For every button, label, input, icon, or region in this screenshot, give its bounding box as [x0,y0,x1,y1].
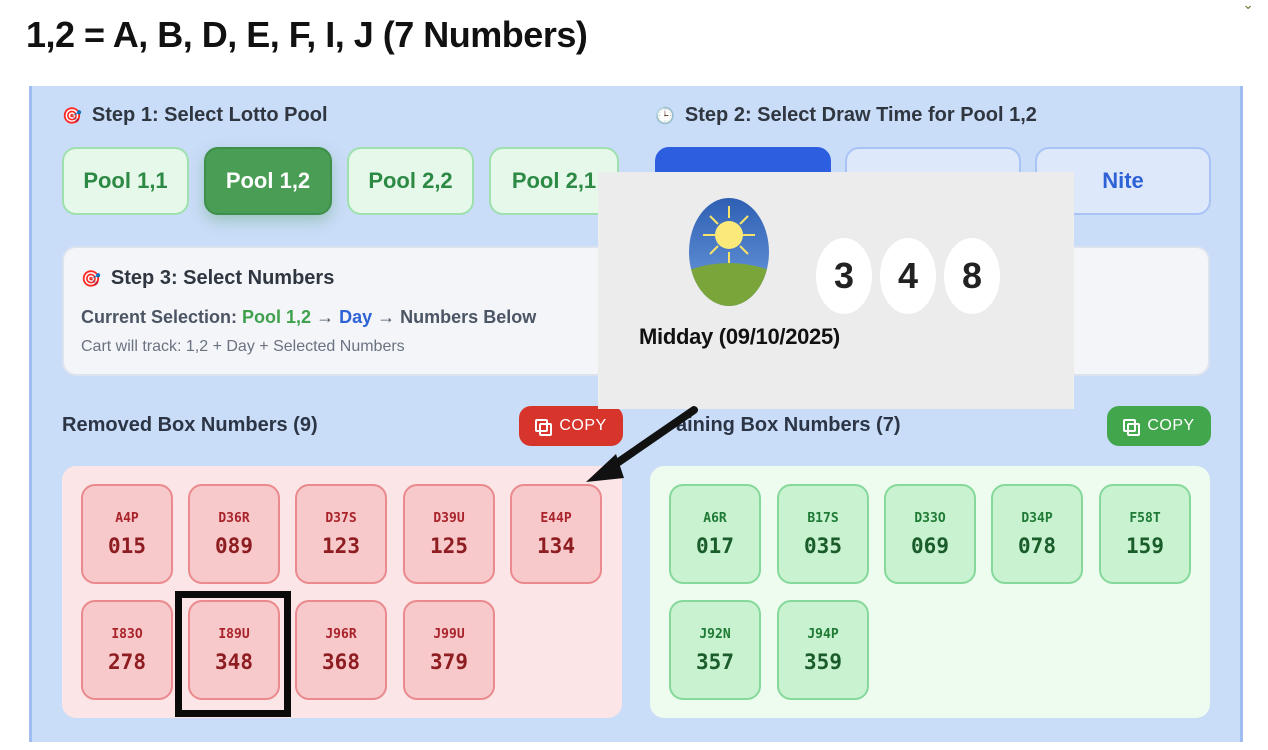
pool-button-2-2[interactable]: Pool 2,2 [347,147,474,215]
pool-button-1-2[interactable]: Pool 1,2 [204,147,332,215]
number-value: 035 [804,533,842,558]
remaining-number-card[interactable]: F58T 159 [1099,484,1191,584]
number-code: D36R [218,510,250,526]
number-code: A6R [703,510,727,526]
number-value: 379 [430,649,468,674]
number-code: J96R [325,626,357,642]
step3-label: Step 3: Select Numbers [110,267,335,289]
current-selection: Current Selection: Pool 1,2 → Day → Numb… [81,307,536,328]
sun-logo-icon [689,198,769,306]
number-code: I89U [218,626,250,642]
number-value: 278 [108,649,146,674]
number-value: 123 [322,533,360,558]
removed-number-card[interactable]: D36R 089 [188,484,280,584]
number-value: 078 [1018,533,1056,558]
current-selection-prefix: Current Selection: [81,307,238,327]
removed-number-card[interactable]: I83O 278 [81,600,173,700]
number-code: I83O [111,626,143,642]
copy-icon [1123,419,1141,436]
removed-number-card[interactable]: J96R 368 [295,600,387,700]
copy-icon [535,419,553,436]
removed-number-card[interactable]: D37S 123 [295,484,387,584]
number-code: E44P [540,510,572,526]
remaining-heading: aining Box Numbers (7) [676,414,901,436]
number-value: 017 [696,533,734,558]
remaining-number-card[interactable]: J94P 359 [777,600,869,700]
number-value: 069 [911,533,949,558]
number-code: J92N [699,626,731,642]
current-selection-pool: Pool 1,2 [242,307,312,327]
highlight-frame [175,591,291,717]
current-selection-suffix: Numbers Below [400,307,537,327]
copy-remaining-button[interactable]: COPY [1107,406,1211,446]
number-value: 089 [215,533,253,558]
removed-heading: Removed Box Numbers (9) [62,414,318,436]
cart-track-note: Cart will track: 1,2 + Day + Selected Nu… [81,338,405,355]
step2-label: Step 2: Select Draw Time for Pool 1,2 [684,104,1037,126]
number-value: 159 [1126,533,1164,558]
number-value: 368 [322,649,360,674]
remaining-number-card[interactable]: B17S 035 [777,484,869,584]
remaining-number-card[interactable]: D34P 078 [991,484,1083,584]
pool-button-2-1[interactable]: Pool 2,1 [489,147,619,215]
page-title: 1,2 = A, B, D, E, F, I, J (7 Numbers) [26,14,588,55]
removed-number-card[interactable]: I89U 348 [188,600,280,700]
step1-label: Step 1: Select Lotto Pool [91,104,328,126]
step1-heading: 🎯 Step 1: Select Lotto Pool [62,104,328,127]
number-code: D39U [433,510,465,526]
number-code: F58T [1129,510,1161,526]
result-ball: 4 [880,238,936,314]
step3-heading: 🎯 Step 3: Select Numbers [81,267,334,290]
remaining-number-card[interactable]: D33O 069 [884,484,976,584]
number-code: D37S [325,510,357,526]
number-value: 125 [430,533,468,558]
number-code: J99U [433,626,465,642]
remaining-number-card[interactable]: J92N 357 [669,600,761,700]
step2-heading: 🕒 Step 2: Select Draw Time for Pool 1,2 [655,104,1037,127]
number-code: D33O [914,510,946,526]
removed-number-card[interactable]: E44P 134 [510,484,602,584]
pool-button-1-1[interactable]: Pool 1,1 [62,147,189,215]
remaining-number-card[interactable]: A6R 017 [669,484,761,584]
copy-removed-label: COPY [559,417,607,434]
number-code: A4P [115,510,139,526]
target-icon: 🎯 [62,107,82,125]
number-value: 359 [804,649,842,674]
target-icon: 🎯 [81,270,101,288]
removed-number-card[interactable]: D39U 125 [403,484,495,584]
draw-label: Midday (09/10/2025) [639,324,840,349]
current-selection-arrow-2: → [377,307,396,327]
pointer-arrow-icon [586,406,698,482]
removed-number-card[interactable]: A4P 015 [81,484,173,584]
number-code: D34P [1021,510,1053,526]
number-code: J94P [807,626,839,642]
copy-removed-button[interactable]: COPY [519,406,623,446]
number-value: 348 [215,649,253,674]
clock-icon: 🕒 [655,107,675,125]
current-selection-arrow-1: → [316,307,335,327]
current-selection-time: Day [339,307,373,327]
removed-number-card[interactable]: J99U 379 [403,600,495,700]
result-ball: 8 [944,238,1000,314]
number-value: 015 [108,533,146,558]
number-value: 134 [537,533,575,558]
number-code: B17S [807,510,839,526]
copy-remaining-label: COPY [1147,417,1195,434]
number-value: 357 [696,649,734,674]
result-ball: 3 [816,238,872,314]
corner-chevron-icon: ⌄ [1242,0,1254,12]
